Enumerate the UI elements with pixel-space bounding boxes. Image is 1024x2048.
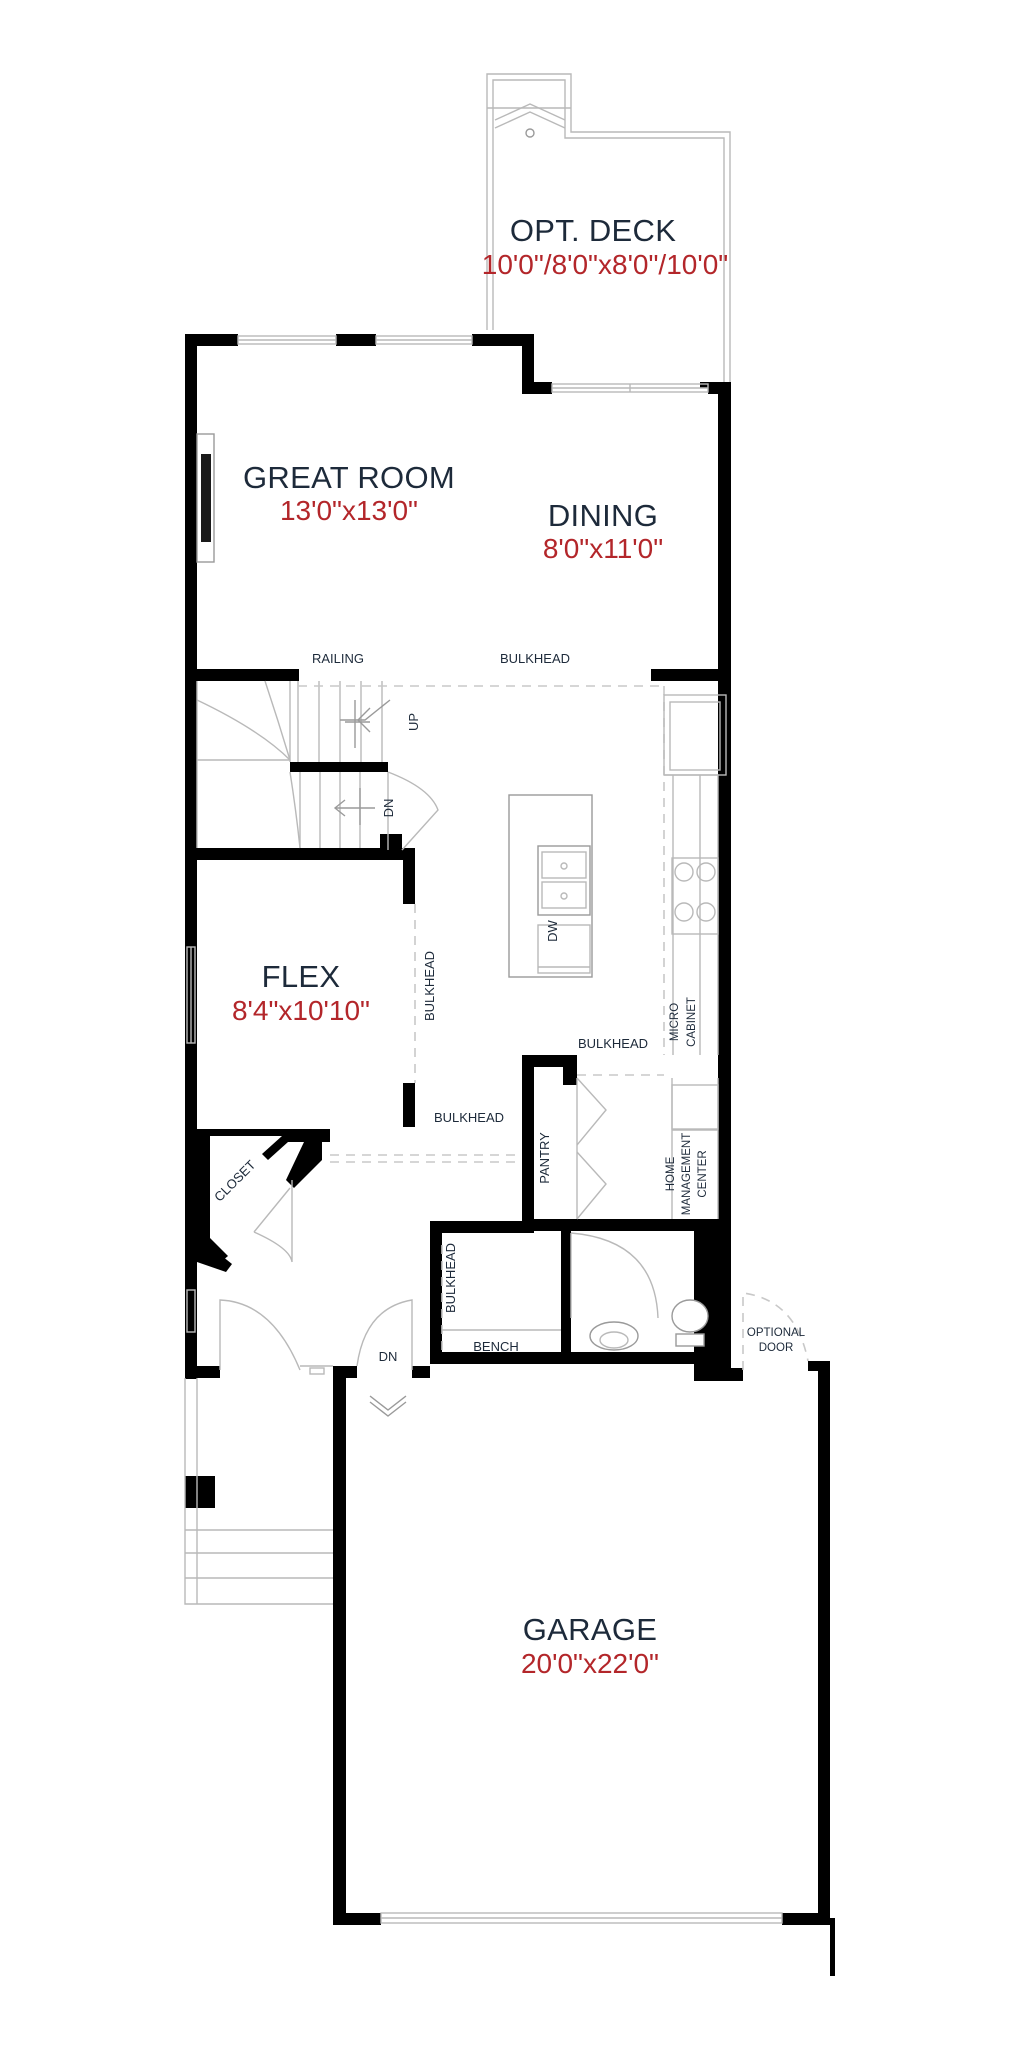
center-label: CENTER <box>697 1150 709 1197</box>
staircase <box>196 680 439 851</box>
room-labels: OPT. DECK 10'0"/8'0"x8'0"/10'0" GREAT RO… <box>232 213 728 1679</box>
down-arrow-icon <box>369 1395 407 1411</box>
dining-dims: 8'0"x11'0" <box>543 533 663 564</box>
great-room-name: GREAT ROOM <box>243 460 455 495</box>
bulkhead-top-label: BULKHEAD <box>500 651 570 666</box>
fireplace-icon <box>196 433 215 563</box>
optional-label: OPTIONAL <box>747 1327 806 1339</box>
bulkhead-flex-label: BULKHEAD <box>422 951 437 1021</box>
bulkhead-hall-label: BULKHEAD <box>434 1110 504 1125</box>
garage-dims: 20'0"x22'0" <box>521 1648 659 1679</box>
flex-name: FLEX <box>262 959 341 994</box>
bulkhead-mud-label: BULKHEAD <box>443 1243 458 1313</box>
doors <box>219 1180 809 1375</box>
pantry-label: PANTRY <box>537 1132 552 1184</box>
great-room-dims: 13'0"x13'0" <box>280 495 418 526</box>
door-label: DOOR <box>759 1342 794 1354</box>
bench-label: BENCH <box>473 1339 519 1354</box>
dining-name: DINING <box>548 498 658 533</box>
flex-dims: 8'4"x10'10" <box>232 995 370 1026</box>
kitchen <box>508 694 727 1055</box>
closet-label: CLOSET <box>211 1157 258 1204</box>
mudroom-powder <box>442 1232 709 1351</box>
railing-label: RAILING <box>312 651 364 666</box>
garage-name: GARAGE <box>523 1612 657 1647</box>
pantry-area <box>576 1077 719 1220</box>
deck-dims: 10'0"/8'0"x8'0"/10'0" <box>482 249 728 280</box>
windows <box>184 335 783 1924</box>
dw-label: DW <box>545 919 560 941</box>
dn-garage-label: DN <box>379 1349 398 1364</box>
deck-name: OPT. DECK <box>510 213 676 248</box>
walls <box>185 334 835 1976</box>
micro-label: MICRO <box>669 1003 681 1041</box>
bulkhead-kitchen-label: BULKHEAD <box>578 1036 648 1051</box>
cabinet-label: CABINET <box>686 997 698 1047</box>
dn-stair-label: DN <box>381 799 396 818</box>
management-label: MANAGEMENT <box>681 1133 693 1215</box>
up-label: UP <box>406 713 421 731</box>
bulkhead-lines <box>298 685 665 1352</box>
home-label: HOME <box>665 1156 677 1191</box>
deck-outline <box>486 73 731 388</box>
deck-light-icon <box>525 128 535 138</box>
